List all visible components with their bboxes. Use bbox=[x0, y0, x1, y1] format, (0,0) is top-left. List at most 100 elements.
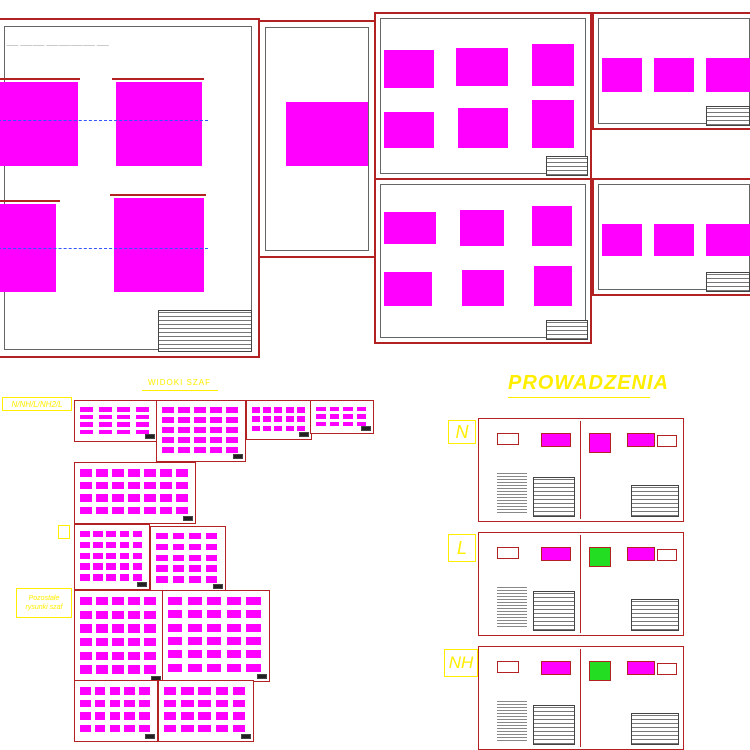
cabinet-view bbox=[226, 663, 241, 672]
cabinet-view bbox=[106, 552, 116, 560]
cabinet-view bbox=[226, 407, 238, 413]
cabinet-view bbox=[112, 494, 124, 502]
cabinet-view bbox=[198, 724, 211, 732]
cabinet-view bbox=[205, 533, 218, 540]
cabinet-view bbox=[226, 623, 241, 632]
cabinet-view bbox=[96, 506, 108, 514]
cabinet-view bbox=[112, 651, 124, 660]
title-block bbox=[546, 320, 588, 340]
cabinet-view bbox=[160, 494, 172, 502]
cabinet-view bbox=[80, 699, 91, 707]
cabinet-view bbox=[285, 407, 294, 413]
dimension-line bbox=[110, 194, 206, 196]
elevation-view bbox=[541, 661, 571, 675]
row-tag-l: L bbox=[448, 534, 476, 562]
axis-line bbox=[0, 248, 208, 249]
cabinet-view bbox=[93, 574, 103, 581]
sheet-inner-frame bbox=[380, 18, 586, 174]
cabinet-view bbox=[119, 563, 130, 570]
drawing-sheet-small bbox=[150, 526, 226, 592]
cabinet-view bbox=[80, 712, 91, 720]
cabinet-view bbox=[205, 543, 218, 551]
title-block bbox=[299, 432, 309, 437]
cabinet-view bbox=[128, 481, 140, 489]
drawing-sheet-small bbox=[74, 680, 158, 742]
title-block bbox=[183, 516, 193, 521]
sheet-mid-right-2 bbox=[592, 178, 750, 296]
cabinet-view bbox=[172, 533, 185, 540]
cabinet-view bbox=[215, 687, 228, 695]
cabinet-view bbox=[168, 623, 183, 632]
title-block bbox=[213, 584, 223, 589]
cabinet-view bbox=[109, 699, 121, 707]
cabinet-view bbox=[263, 407, 272, 413]
cabinet-view bbox=[135, 407, 149, 412]
cabinet-view bbox=[706, 224, 750, 256]
cabinet-view bbox=[207, 637, 222, 645]
cabinet-view bbox=[187, 610, 202, 619]
cabinet-view bbox=[226, 650, 241, 659]
cabinet-view bbox=[356, 407, 367, 412]
cabinet-view bbox=[160, 469, 172, 477]
section-title-underline bbox=[142, 390, 218, 391]
cabinet-view bbox=[246, 610, 261, 619]
cabinet-view bbox=[80, 429, 94, 434]
cabinet-view bbox=[80, 506, 92, 514]
cabinet-view bbox=[144, 665, 156, 674]
cabinet-view bbox=[132, 574, 143, 581]
cabinet-view bbox=[187, 623, 202, 632]
cabinet-view bbox=[207, 597, 222, 605]
cabinet-view bbox=[384, 50, 434, 88]
cabinet-view bbox=[226, 447, 238, 453]
cabinet-view bbox=[252, 425, 261, 432]
routing-sheet bbox=[478, 646, 684, 750]
cabinet-view bbox=[181, 687, 194, 695]
cabinet-view bbox=[210, 417, 222, 423]
sheet-mid-right-1 bbox=[374, 178, 592, 344]
cabinet-view bbox=[207, 610, 222, 619]
cabinet-view bbox=[226, 610, 241, 619]
cabinet-view bbox=[119, 541, 130, 549]
cabinet-view bbox=[194, 447, 206, 453]
axis-line bbox=[0, 120, 208, 121]
cabinet-view bbox=[128, 638, 140, 647]
cabinet-view bbox=[296, 416, 305, 422]
cabinet-view bbox=[458, 108, 508, 148]
cabinet-view bbox=[96, 665, 108, 674]
cabinet-view bbox=[164, 699, 177, 707]
dimension-line bbox=[112, 78, 204, 80]
cabinet-view bbox=[226, 427, 238, 433]
cabinet-view bbox=[285, 416, 294, 422]
cabinet-view bbox=[205, 554, 218, 562]
sheet-top-right-2 bbox=[592, 12, 750, 130]
cabinet-view bbox=[124, 699, 136, 707]
cabinet-view bbox=[106, 563, 116, 570]
cabinet-view bbox=[176, 494, 188, 502]
cabinet-view bbox=[178, 417, 190, 423]
row-tag-n: N bbox=[448, 420, 476, 444]
cabinet-view bbox=[189, 576, 201, 583]
cabinet-view bbox=[156, 543, 168, 551]
cabinet-view bbox=[132, 531, 143, 538]
cabinet-view bbox=[207, 623, 222, 632]
notes-list bbox=[497, 471, 527, 515]
cabinet-view bbox=[172, 543, 185, 551]
sheet-top-left: ⸻ ⸻⸻ ⸻⸻⸻⸻ ⸻ bbox=[0, 18, 260, 358]
cabinet-view bbox=[162, 437, 174, 443]
cabinet-view bbox=[194, 427, 206, 433]
plan-view bbox=[589, 661, 611, 681]
cabinet-view bbox=[246, 663, 261, 672]
cabinet-view bbox=[456, 48, 508, 86]
cabinet-view bbox=[96, 597, 108, 606]
notes-list bbox=[497, 699, 527, 743]
cabinet-view bbox=[80, 469, 92, 477]
drawing-sheet-small bbox=[246, 400, 312, 440]
cabinet-view bbox=[329, 421, 340, 427]
title-block bbox=[145, 434, 155, 439]
cabinet-view bbox=[93, 563, 103, 570]
cabinet-view bbox=[164, 712, 177, 720]
cabinet-view bbox=[602, 224, 642, 256]
cabinet-view bbox=[139, 699, 150, 707]
cabinet-view bbox=[187, 597, 202, 605]
section-title-underline bbox=[508, 397, 650, 398]
